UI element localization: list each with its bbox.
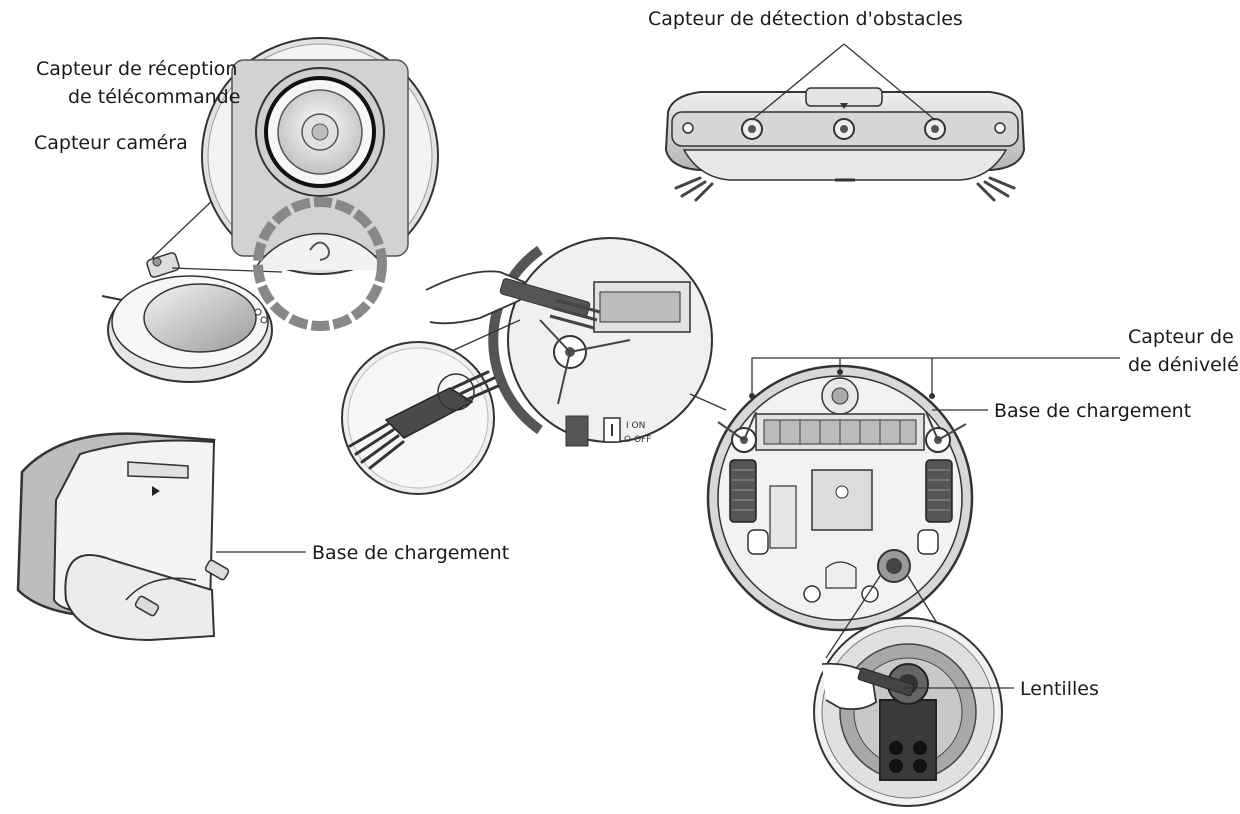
switch-off-label: O OFF bbox=[624, 435, 651, 445]
obstacle-sensor-label: Capteur de détection d'obstacles bbox=[648, 8, 963, 30]
charging-base-left-label: Base de chargement bbox=[312, 542, 510, 564]
cliff-sensor-label-line2: de dénivelé bbox=[1128, 354, 1239, 376]
switch-on-label: I ON bbox=[626, 421, 645, 431]
brush-cleaning-view: I ON O OFF bbox=[341, 237, 727, 495]
bottom-camera-icon bbox=[877, 549, 911, 583]
obstacle-sensor-icon bbox=[741, 118, 946, 140]
camera-sensor-label: Capteur caméra bbox=[34, 132, 188, 154]
charging-contact-icon bbox=[134, 559, 230, 617]
lens-cleaning-view bbox=[813, 617, 1014, 807]
lenses-label: Lentilles bbox=[1020, 678, 1099, 700]
charging-station bbox=[16, 432, 306, 642]
robot-top-view bbox=[101, 37, 439, 383]
robot-front-view bbox=[664, 43, 1026, 202]
charging-base-right-label: Base de chargement bbox=[994, 400, 1192, 422]
remote-receiver-label-line1: Capteur de réception bbox=[36, 58, 238, 80]
robot-bottom-view bbox=[706, 357, 1120, 659]
cliff-sensor-label-line1: Capteur de détection bbox=[1128, 326, 1240, 348]
side-brush-icon bbox=[717, 411, 967, 453]
camera-sensor-icon bbox=[277, 89, 363, 175]
remote-receiver-label-line2: de télécommande bbox=[68, 86, 241, 108]
